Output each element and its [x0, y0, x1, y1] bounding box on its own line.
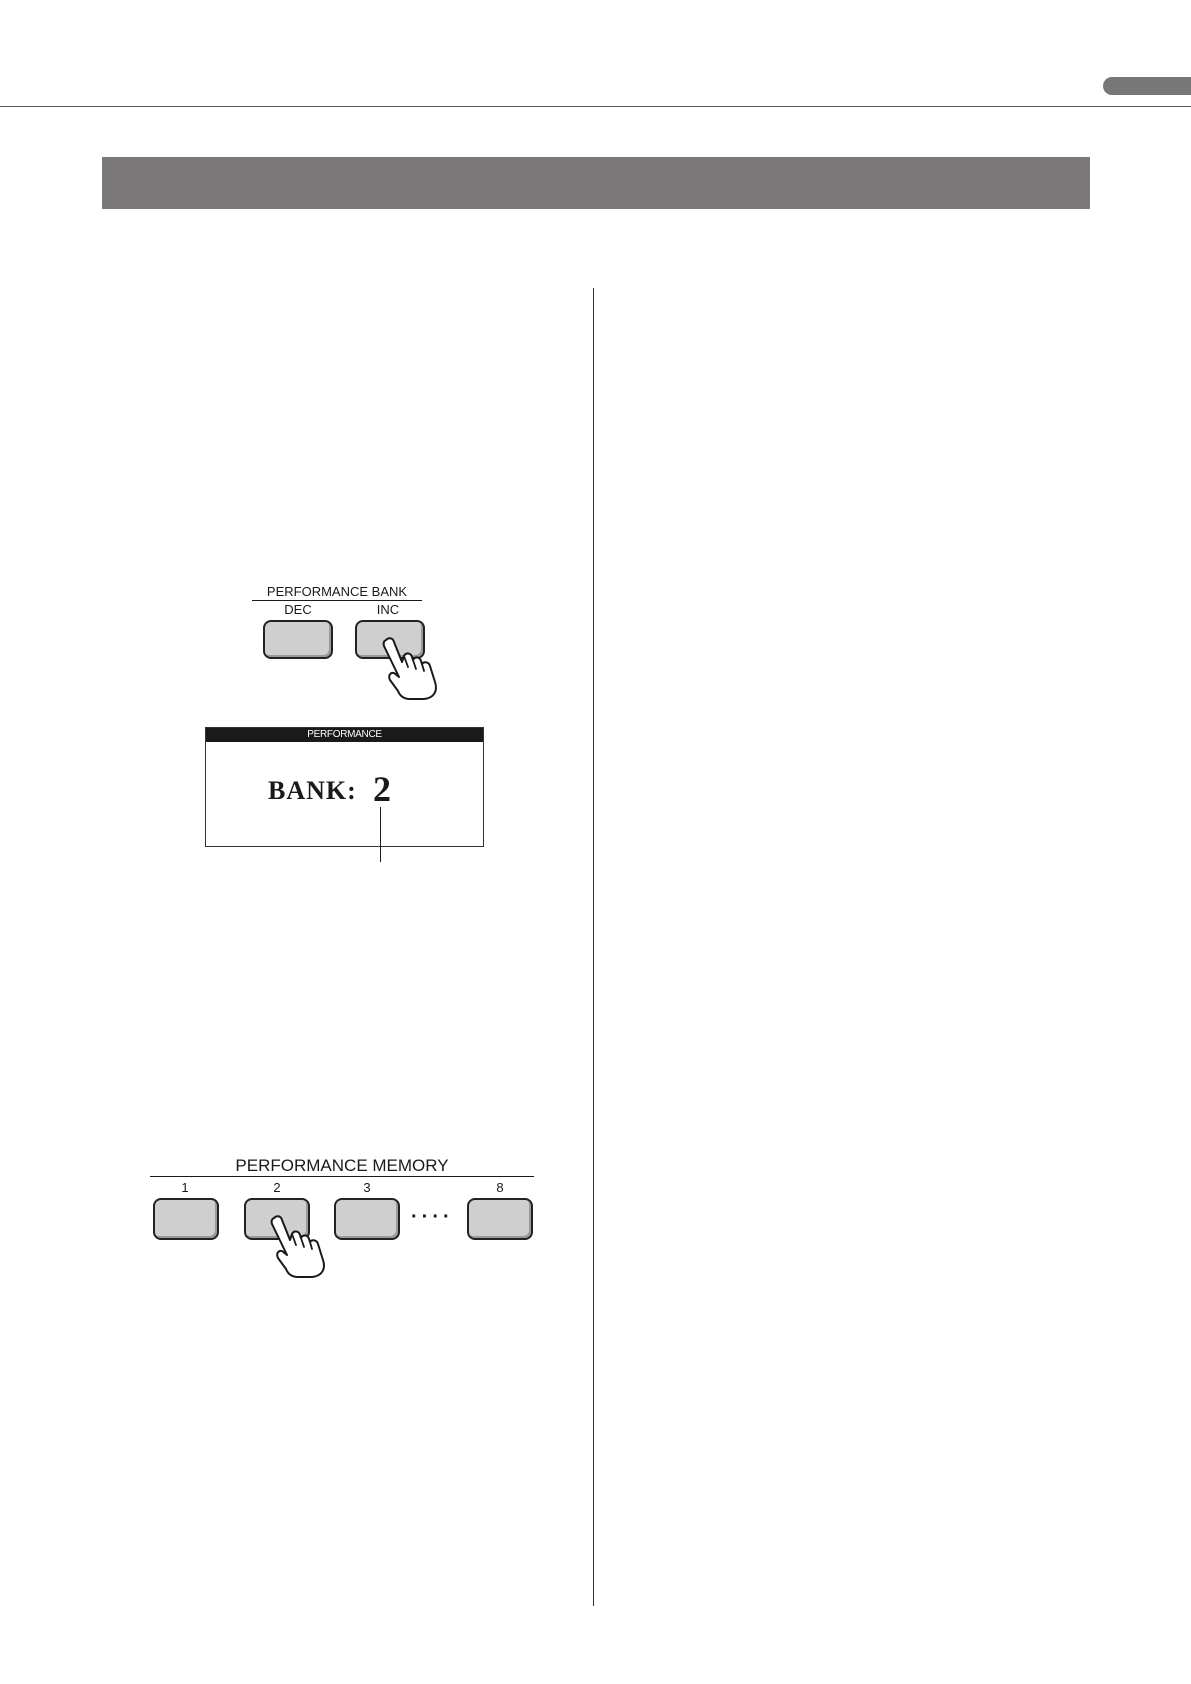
performance-memory-label: PERFORMANCE MEMORY — [235, 1156, 449, 1175]
memory-number-3: 3 — [363, 1180, 371, 1195]
pointing-hand-icon — [270, 1215, 325, 1278]
performance-bank-label: PERFORMANCE BANK — [266, 584, 408, 599]
lcd-header: PERFORMANCE — [206, 728, 483, 742]
lcd-bank-value: 2 — [373, 769, 391, 809]
column-divider — [593, 288, 594, 1606]
memory-number-1: 1 — [181, 1180, 189, 1195]
dec-label: DEC — [284, 602, 312, 617]
section-title-bar — [102, 157, 1090, 209]
header-rule — [0, 106, 1191, 107]
performance-memory-rule — [150, 1176, 534, 1177]
memory-button-3[interactable] — [334, 1198, 400, 1240]
memory-number-8: 8 — [496, 1180, 504, 1195]
inc-label: INC — [376, 602, 400, 617]
memory-button-8[interactable] — [467, 1198, 533, 1240]
memory-ellipsis: ···· — [411, 1206, 454, 1228]
page-edge-tab — [1103, 77, 1191, 95]
bank-dec-button[interactable] — [263, 620, 333, 659]
pointing-hand-icon — [382, 637, 437, 700]
memory-number-2: 2 — [273, 1180, 281, 1195]
lcd-bank-label: BANK: — [268, 776, 357, 805]
memory-button-1[interactable] — [153, 1198, 219, 1240]
lcd-display: PERFORMANCE BANK: 2 — [205, 727, 484, 847]
callout-line — [380, 807, 381, 862]
performance-bank-rule — [252, 600, 422, 601]
